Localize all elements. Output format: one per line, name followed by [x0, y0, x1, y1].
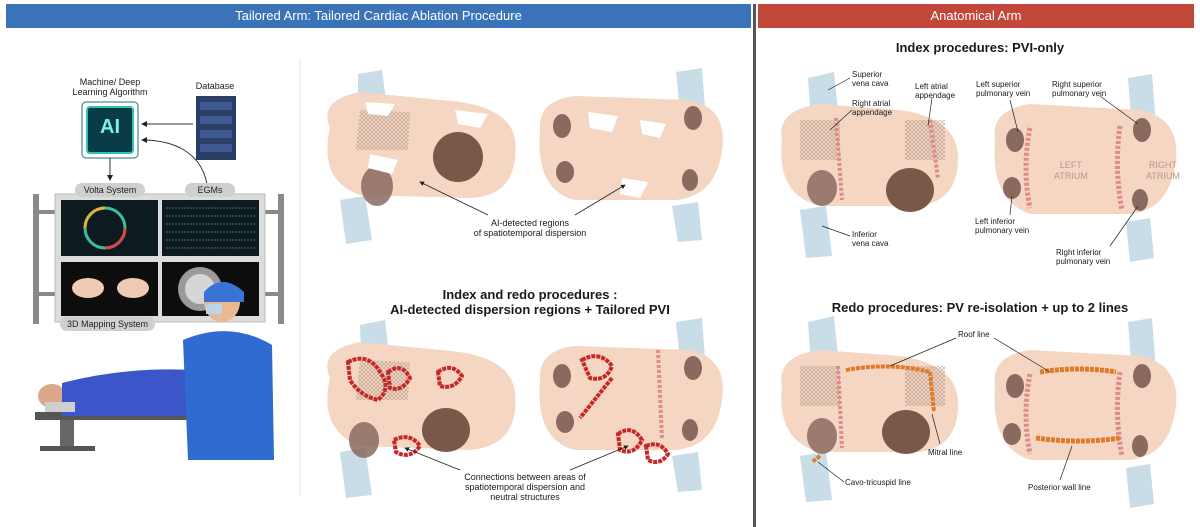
tailored-heart-anterior-top — [327, 70, 516, 244]
connection-arrow-right — [569, 445, 629, 471]
ml-algorithm-label: Machine/ Deep Learning Algorithm — [72, 77, 148, 97]
tailored-heart-posterior-bottom — [539, 318, 723, 492]
mapping-screen — [61, 262, 158, 316]
rspv-label: Right superior pulmonary vein — [1052, 80, 1107, 98]
index-redo-title: Index and redo procedures : AI-detected … — [390, 287, 670, 317]
redo-procedures-title: Redo procedures: PV re-isolation + up to… — [831, 300, 1129, 315]
dispersion-arrow-left — [419, 181, 489, 216]
anatomical-leader-lines-top — [821, 77, 1139, 247]
roof-line-label: Roof line — [958, 330, 990, 339]
lspv-label: Left superior pulmonary vein — [976, 80, 1031, 98]
posterior-wall-line-label: Posterior wall line — [1028, 483, 1091, 492]
laa-label: Left atrial appendage — [915, 82, 956, 100]
monitor-stand — [33, 194, 284, 324]
raa-label: Right atrial appendage — [852, 99, 893, 117]
physician-figure — [183, 282, 274, 460]
svc-label: Superior vena cava — [852, 70, 889, 88]
dispersion-regions-annotation: AI-detected regions of spatiotemporal di… — [473, 218, 587, 238]
anatomical-heart-anterior-bottom — [781, 316, 959, 502]
mitral-line-label: Mitral line — [928, 448, 963, 457]
egm-screen — [162, 200, 259, 256]
anatomical-heart-anterior-top — [781, 72, 959, 258]
tailored-arm-header: Tailored Arm: Tailored Cardiac Ablation … — [6, 4, 751, 28]
dispersion-arrow-right — [574, 184, 626, 216]
anatomical-arm-header: Anatomical Arm — [758, 4, 1194, 28]
mapping-system-label: 3D Mapping System — [60, 317, 155, 331]
anatomical-heart-posterior-top — [994, 74, 1177, 262]
egms-label: EGMs — [185, 183, 235, 197]
ripv-label: Right inferior pulmonary vein — [1056, 248, 1111, 266]
ai-chip-text: AI — [100, 116, 120, 138]
index-procedures-title: Index procedures: PVI-only — [895, 40, 1065, 55]
anatomical-heart-posterior-bottom — [994, 318, 1177, 508]
cti-line-label: Cavo-tricuspid line — [845, 478, 911, 487]
tailored-heart-posterior-top — [539, 68, 723, 242]
database-label: Database — [195, 81, 235, 91]
tailored-heart-anterior-bottom — [327, 320, 516, 498]
ai-chip-icon — [81, 101, 139, 159]
anatomical-leader-lines-bottom — [817, 337, 1073, 483]
left-atrium-label: LEFT ATRIUM — [1054, 160, 1088, 181]
connection-arrow-left — [404, 447, 461, 471]
volta-screen — [61, 200, 158, 256]
database-server-icon — [196, 96, 236, 160]
livp-label: Left inferior pulmonary vein — [975, 217, 1030, 235]
ivc-label: Inferior vena cava — [852, 230, 889, 248]
connections-annotation: Connections between areas of spatiotempo… — [464, 472, 586, 502]
arm-divider — [753, 4, 756, 527]
volta-system-label: Volta System — [75, 183, 145, 197]
egms-to-ai-arrow — [141, 137, 209, 193]
right-atrium-label: RIGHT ATRIUM — [1146, 160, 1180, 181]
